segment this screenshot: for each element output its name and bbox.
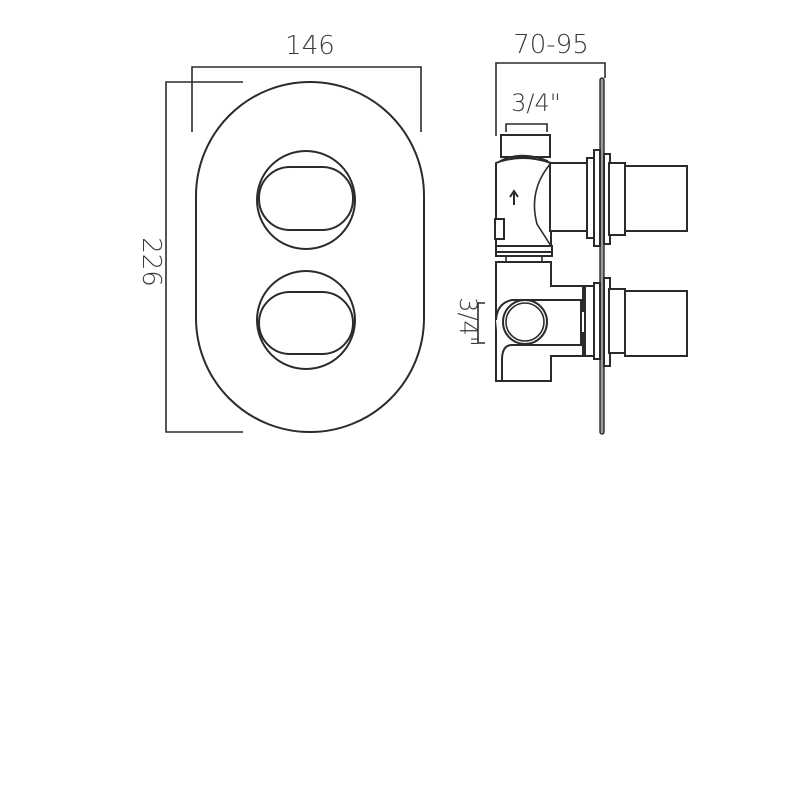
front-view: 146 226 xyxy=(136,31,425,433)
depth-dimension: 70-95 xyxy=(495,30,606,136)
depth-label: 70-95 xyxy=(513,30,589,60)
top-inlet-dimension: 3/4" xyxy=(505,89,561,132)
lower-valve-body xyxy=(495,261,688,382)
upper-valve-body xyxy=(494,149,688,262)
top-inlet-label: 3/4" xyxy=(511,89,561,117)
lower-knob xyxy=(256,270,356,370)
width-label: 146 xyxy=(285,31,335,61)
side-outlet-dimension: 3/4" xyxy=(454,297,485,347)
flow-arrow-up-icon xyxy=(509,189,519,205)
width-dimension: 146 xyxy=(191,31,422,132)
side-view: 70-95 3/4" 3/4" xyxy=(454,30,688,435)
wall-plate xyxy=(599,77,605,435)
oval-faceplate xyxy=(195,81,425,433)
inlet-cap xyxy=(500,134,551,158)
upper-knob xyxy=(256,150,356,250)
height-label: 226 xyxy=(136,237,166,287)
height-dimension: 226 xyxy=(136,81,243,433)
